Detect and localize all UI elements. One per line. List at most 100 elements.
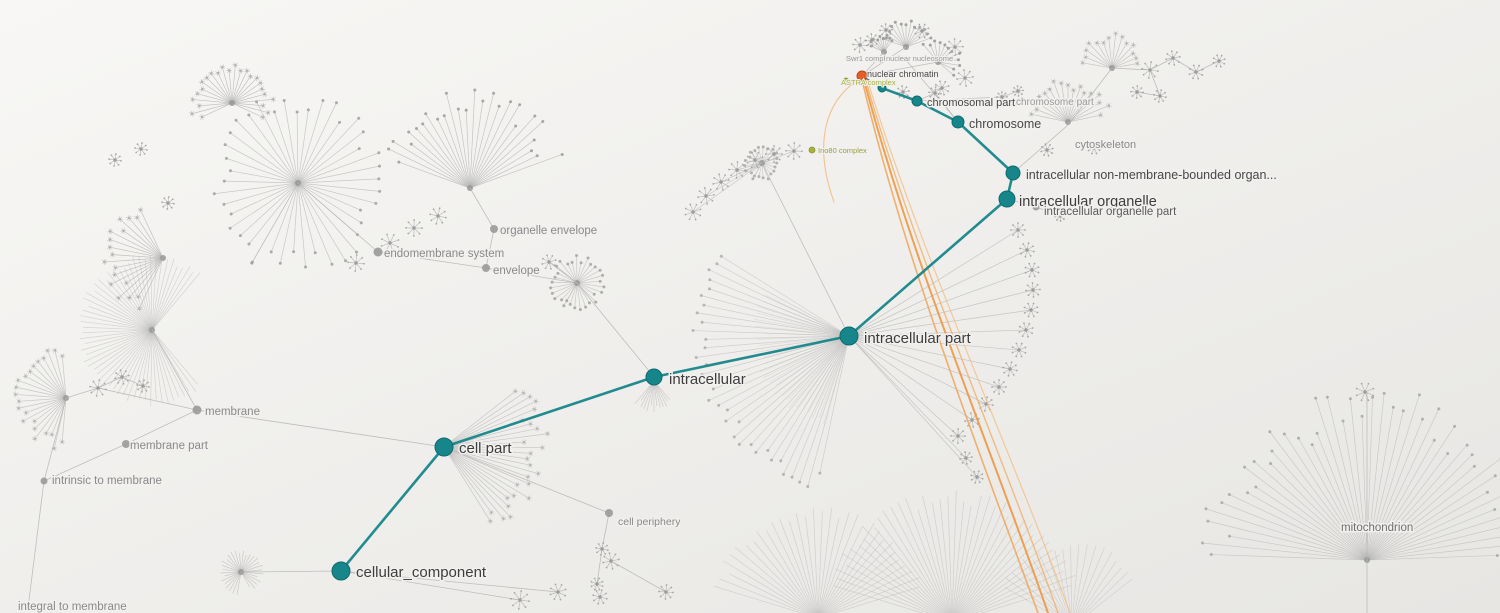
asterisk-tip-dot <box>944 80 947 83</box>
label-nuclear-nucleosome[interactable]: nuclear nucleosome <box>885 53 954 64</box>
asterisk-tip-dot <box>549 587 552 590</box>
term-node-dot[interactable] <box>122 440 130 448</box>
label-nuclear-chromatin[interactable]: nuclear chromatin <box>866 68 940 80</box>
asterisk-tip-dot <box>1023 311 1026 314</box>
asterisk-center-dot <box>964 456 968 460</box>
label-intracellular[interactable]: intracellular <box>668 370 748 390</box>
label-astra-complex[interactable]: ASTRA complex <box>840 77 897 88</box>
graph-edge <box>1149 57 1174 71</box>
cluster-spoke <box>956 516 1009 613</box>
label-cytoskeleton[interactable]: cytoskeleton <box>1074 138 1138 153</box>
cluster-spoke <box>22 397 67 422</box>
label-cell-part[interactable]: cell part <box>458 439 514 459</box>
cluster-spoke <box>1085 571 1129 613</box>
asterisk-center-dot <box>1030 268 1034 272</box>
graph-edge <box>196 409 445 448</box>
spoke-tip-dot <box>601 273 605 277</box>
asterisk-tip-dot <box>962 430 964 433</box>
spoke-tip-dot <box>754 450 758 454</box>
graph-edge <box>705 162 763 197</box>
node-enriched-term[interactable] <box>808 146 816 154</box>
label-membrane-part[interactable]: membrane part <box>129 439 211 454</box>
cluster-spoke <box>917 509 950 613</box>
asterisk-tip-dot <box>952 430 955 432</box>
node-intracellular-organelle[interactable] <box>998 190 1016 208</box>
label-swr1-complex[interactable]: Swr1 complex <box>845 53 894 64</box>
label-chromosome-part[interactable]: chromosome part <box>1015 96 1096 110</box>
node-chromosome[interactable] <box>951 115 965 129</box>
cluster-spoke <box>576 262 582 284</box>
label-integral-to-membrane[interactable]: integral to membrane <box>17 600 129 613</box>
term-node-dot[interactable] <box>482 264 490 272</box>
asterisk-tip-dot <box>1020 355 1023 358</box>
node-nuclear-chromosome[interactable] <box>877 83 887 93</box>
asterisk-tip-dot <box>728 168 730 171</box>
spoke-tip-tick <box>200 114 204 120</box>
asterisk-tip-dot <box>611 567 614 570</box>
cluster-spoke <box>150 329 153 406</box>
cluster-spoke <box>1229 494 1368 561</box>
spoke-tip-tick <box>13 385 19 389</box>
asterisk-center-dot <box>600 547 604 551</box>
node-intracellular-part[interactable] <box>839 326 859 346</box>
cluster-spoke <box>1271 450 1368 561</box>
node-nuclear-chromatin-highlight[interactable] <box>856 70 868 82</box>
asterisk-tip-dot <box>746 155 749 158</box>
cluster-spoke <box>1067 105 1110 123</box>
spoke-tip-dot <box>950 50 954 54</box>
spoke-tip-dot <box>869 44 873 48</box>
node-cell-part[interactable] <box>434 437 454 457</box>
cluster-spoke <box>1366 426 1455 561</box>
spoke-tip-tick <box>107 230 114 233</box>
label-intracellular-non-membrane-bounded[interactable]: intracellular non-membrane-bounded organ… <box>1025 167 1279 184</box>
label-intracellular-organelle-part[interactable]: intracellular organelle part <box>1043 205 1179 220</box>
label-envelope[interactable]: envelope <box>492 264 542 279</box>
label-intracellular-part[interactable]: intracellular part <box>863 329 974 349</box>
asterisk-tip-dot <box>1012 224 1014 226</box>
spoke-tip-dot <box>773 165 777 169</box>
cluster-spoke <box>34 397 67 440</box>
spoke-tip-dot <box>1453 424 1457 428</box>
label-cell-periphery[interactable]: cell periphery <box>617 515 683 530</box>
cluster-spoke <box>1366 397 1373 561</box>
term-node-dot[interactable] <box>40 477 48 485</box>
cluster-spoke <box>727 335 850 411</box>
asterisk-tip-dot <box>166 208 169 210</box>
cluster-spoke <box>780 335 850 461</box>
node-chromosomal-part[interactable] <box>911 95 923 107</box>
asterisk-tip-dot <box>170 206 173 209</box>
label-mitochondrion[interactable]: mitochondrion <box>1340 521 1415 536</box>
asterisk-tip-dot <box>724 174 727 177</box>
term-node-dot[interactable] <box>605 509 613 517</box>
cluster-spoke <box>112 269 153 331</box>
asterisk-tip-dot <box>1013 93 1016 96</box>
asterisk-tip-dot <box>171 198 174 201</box>
label-organelle-envelope[interactable]: organelle envelope <box>499 224 599 239</box>
label-chromosomal-part[interactable]: chromosomal part <box>926 96 1017 111</box>
term-node-dot[interactable] <box>192 405 202 415</box>
term-node-dot[interactable] <box>490 225 498 233</box>
term-node-dot[interactable] <box>373 247 383 257</box>
node-enriched-term[interactable] <box>842 77 850 85</box>
asterisk-tip-dot <box>726 185 729 188</box>
spoke-tip-dot <box>212 192 216 196</box>
cluster-spoke <box>1111 43 1128 69</box>
label-ino80-complex[interactable]: Ino80 complex <box>817 145 868 156</box>
node-intracellular[interactable] <box>645 368 663 386</box>
asterisk-tip-dot <box>1188 68 1191 70</box>
asterisk-tip-dot <box>617 558 620 561</box>
term-node-dot[interactable] <box>1032 203 1040 211</box>
label-intracellular-organelle[interactable]: intracellular organelle <box>1018 193 1159 212</box>
asterisk-tip-dot <box>658 590 660 593</box>
label-chromosome[interactable]: chromosome <box>968 116 1043 133</box>
label-endomembrane-system[interactable]: endomembrane system <box>383 247 506 262</box>
spoke-tip-dot <box>1201 541 1205 545</box>
node-cellular-component[interactable] <box>331 561 351 581</box>
label-intrinsic-to-membrane[interactable]: intrinsic to membrane <box>51 474 164 489</box>
label-cellular-component[interactable]: cellular_component <box>355 563 489 583</box>
spoke-tip-dot <box>1325 395 1329 399</box>
label-membrane[interactable]: membrane <box>204 405 262 420</box>
node-intracellular-non-membrane-bounded-organelle[interactable] <box>1005 165 1021 181</box>
